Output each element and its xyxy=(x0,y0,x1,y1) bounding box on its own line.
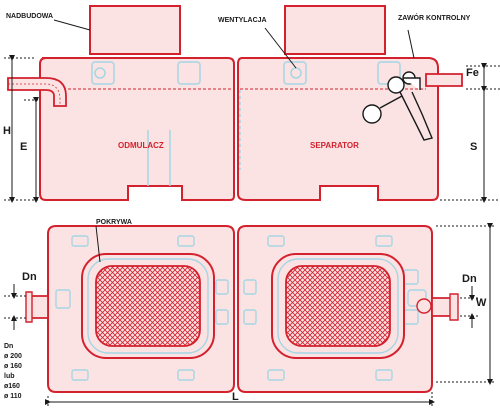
label-separator: SEPARATOR xyxy=(310,141,359,150)
odmulacz-tank xyxy=(39,57,235,201)
plan-dimensions xyxy=(4,223,496,408)
nadbudowa-right xyxy=(284,5,386,55)
control-valve-float xyxy=(362,71,433,141)
dn-option-1: ø 200 xyxy=(4,353,22,360)
plan-view xyxy=(25,225,459,393)
dn-option-4: ø 110 xyxy=(4,393,22,400)
dn-options: Dn ø 200 ø 160 lub ø160 ø 110 xyxy=(4,343,22,400)
dim-dn-right: Dn xyxy=(462,273,477,285)
label-pokrywa: POKRYWA xyxy=(96,219,132,226)
label-nadbudowa: NADBUDOWA xyxy=(6,13,53,20)
cover-ring-right xyxy=(271,253,405,359)
dim-l: L xyxy=(232,391,239,403)
dn-options-title: Dn xyxy=(4,343,13,350)
label-odmulacz: ODMULACZ xyxy=(118,141,164,150)
dn-option-3: ø160 xyxy=(4,383,20,390)
dn-option-or: lub xyxy=(4,373,15,380)
inlet-pipe xyxy=(7,77,67,107)
plan-outlet xyxy=(431,297,453,317)
cover-ring-left xyxy=(81,253,215,359)
pokrywa-left xyxy=(95,265,201,347)
dim-fe: Fe xyxy=(466,67,479,79)
nadbudowa-left xyxy=(89,5,181,55)
dim-e: E xyxy=(20,141,27,153)
dim-w: W xyxy=(476,297,487,309)
label-zawor-kontrolny: ZAWÓR KONTROLNY xyxy=(398,13,471,22)
outlet-pipe xyxy=(425,73,463,87)
side-view xyxy=(7,5,463,201)
dim-h: H xyxy=(3,125,11,137)
side-dimensions xyxy=(4,55,500,203)
label-wentylacja: WENTYLACJA xyxy=(218,17,267,24)
dn-option-2: ø 160 xyxy=(4,363,22,370)
dim-s: S xyxy=(470,141,477,153)
separator-tank xyxy=(237,57,439,201)
dim-dn-left: Dn xyxy=(22,271,37,283)
pokrywa-right xyxy=(285,265,391,347)
